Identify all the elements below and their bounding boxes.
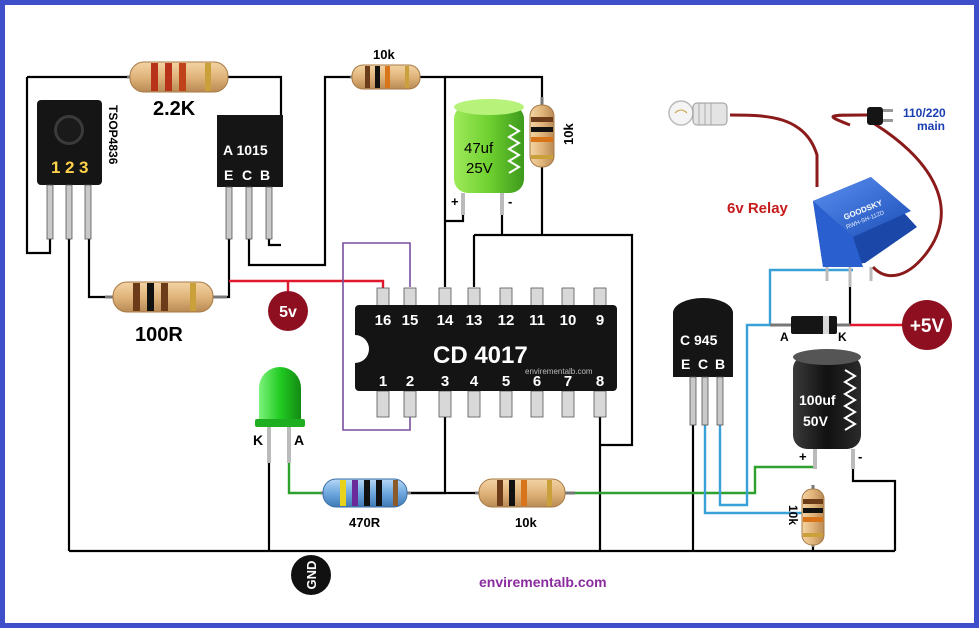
cd4017-top-pin (593, 287, 607, 307)
resistor-470r: 470R (321, 478, 411, 530)
cd4017-bottom-pin-number: 6 (533, 373, 541, 390)
resistor-10k-vertical-label: 10k (561, 123, 576, 145)
relay-label: 6v Relay (727, 200, 789, 217)
cd4017-bottom-pin-number: 3 (441, 373, 449, 390)
cd4017-top-pin-number: 15 (402, 312, 419, 329)
cap47-minus: - (508, 194, 512, 209)
diode-a-label: A (780, 330, 789, 344)
relay-6v: GOODSKY RWH-SH-112D 6v Relay (727, 177, 917, 287)
resistor-2-2k: 2.2K (127, 61, 229, 120)
resistor-470r-label: 470R (349, 515, 381, 530)
resistor-10k-bottom: 10k (475, 478, 575, 530)
resistor-10k-bottom-label: 10k (515, 515, 537, 530)
cap100-minus: - (858, 449, 862, 464)
cd4017-watermark: envirementalb.com (525, 367, 593, 376)
gnd-label: GND (304, 561, 319, 590)
resistor-100r-label: 100R (135, 324, 183, 346)
cd4017-bottom-pin (530, 390, 544, 418)
purple-wires (342, 242, 411, 431)
cap100-voltage: 50V (803, 413, 829, 429)
tsop-label: TSOP4836 (106, 105, 120, 165)
tsop-pin-3: 3 (79, 158, 88, 177)
badge-plus-5v: +5V (902, 300, 952, 350)
cd4017-top-pin (530, 287, 544, 307)
mains-label-line2: main (917, 119, 945, 133)
cd4017-name: CD 4017 (433, 342, 528, 369)
cap47-value: 47uf (464, 140, 494, 157)
cd4017-bottom-pin-number: 2 (406, 373, 414, 390)
cd4017-bottom-pin-number: 8 (596, 373, 604, 390)
mains-wires (729, 113, 943, 278)
cd4017-bottom-pin (438, 390, 452, 418)
tsop4836-receiver: 1 2 3 TSOP4836 (37, 100, 120, 240)
cd4017-bottom-pin (467, 390, 481, 418)
cd4017-top-pin-number: 13 (466, 312, 483, 329)
cd4017-top-pin (467, 287, 481, 307)
tsop-pin-1: 1 (51, 158, 60, 177)
cd4017-bottom-pin-number: 5 (502, 373, 510, 390)
c945-pin-e: E (681, 356, 690, 372)
cap47-voltage: 25V (466, 160, 493, 177)
cd4017-top-pin (438, 287, 452, 307)
mains-plug: 110/220 main (867, 106, 946, 133)
resistor-10k-top-label: 10k (373, 47, 395, 62)
bulb (668, 100, 728, 126)
cd4017-top-pin-number: 16 (375, 312, 392, 329)
c945-pin-c: C (698, 356, 708, 372)
cd4017-bottom-pin (376, 390, 390, 418)
cd4017-bottom-pin (593, 390, 607, 418)
led-a-label: A (294, 432, 304, 448)
cap100-value: 100uf (799, 392, 836, 408)
capacitor-47uf: 47uf 25V + - (451, 99, 524, 215)
a1015-pin-e: E (224, 167, 233, 183)
website-label: envirementalb.com (479, 574, 607, 590)
badge-plus-5v-label: +5V (910, 316, 945, 337)
resistor-100r: 100R (105, 281, 227, 346)
cd4017-top-pin-number: 10 (560, 312, 577, 329)
gnd-badge: GND (291, 555, 331, 595)
resistor-10k-top: 10k (350, 47, 421, 90)
badge-5v-label: 5v (279, 304, 297, 321)
resistor-10k-right: 10k (786, 485, 825, 547)
tsop-pin-2: 2 (65, 158, 74, 177)
cd4017-top-pin (376, 287, 390, 307)
c945-transistor: C 945 E C B (673, 298, 733, 426)
cap47-plus: + (451, 194, 459, 209)
cd4017-bottom-pin-number: 4 (470, 373, 479, 390)
diode-k-label: K (838, 330, 847, 344)
mains-label-line1: 110/220 (903, 106, 946, 120)
led-k-label: K (253, 432, 263, 448)
diode: A K (770, 316, 850, 344)
resistor-10k-right-label: 10k (786, 505, 800, 525)
resistor-2-2k-label: 2.2K (153, 98, 196, 120)
c945-pin-b: B (715, 356, 725, 372)
cd4017-top-pin (499, 287, 513, 307)
cd4017-bottom-pin (561, 390, 575, 418)
capacitor-100uf: 100uf 50V + - (793, 349, 862, 469)
cd4017-top-pin-number: 11 (529, 312, 545, 329)
cd4017-top-pin (561, 287, 575, 307)
a1015-label: A 1015 (223, 142, 268, 158)
resistor-10k-vertical: 10k (529, 97, 576, 168)
a1015-pin-b: B (260, 167, 270, 183)
badge-5v: 5v (268, 291, 308, 331)
cd4017-top-pin-number: 14 (437, 312, 454, 329)
cd4017-top-pin-number: 9 (596, 312, 604, 329)
green-led: K A (253, 367, 305, 463)
c945-label: C 945 (680, 332, 718, 348)
cd4017-top-pin (403, 287, 417, 307)
cd4017-bottom-pin (499, 390, 513, 418)
a1015-transistor: A 1015 E C B (217, 115, 283, 240)
cd4017-bottom-pin-number: 7 (564, 373, 572, 390)
cd4017-bottom-pin-number: 1 (379, 373, 387, 390)
schematic-canvas: 1 2 3 TSOP4836 2.2K 10k A 1015 E C B (25, 47, 952, 595)
cd4017-bottom-pin (403, 390, 417, 418)
a1015-pin-c: C (242, 167, 252, 183)
cap100-plus: + (799, 449, 807, 464)
cd4017-top-pin-number: 12 (498, 312, 515, 329)
